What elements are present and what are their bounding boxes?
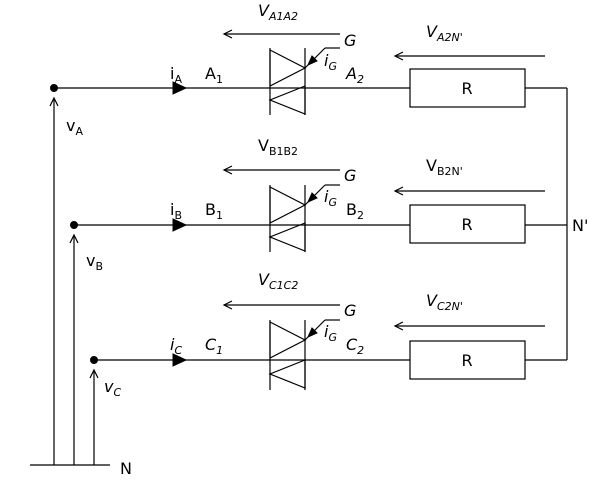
phase-b-resistor <box>409 204 526 244</box>
phase-a-terminal1-label: A1 <box>205 64 223 86</box>
phase-c-gate-current-label: iG <box>324 322 337 344</box>
phase-c: iC C1 G iG C2 VC1C2 VC2N' R vC <box>89 270 567 465</box>
phase-a-switch-voltage-arrowhead <box>222 29 233 39</box>
load-neutral-label: N' <box>572 216 588 235</box>
phase-c-triac <box>268 320 307 390</box>
phase-b-terminal2-label: B2 <box>346 200 364 222</box>
phase-a-load-voltage-arrowhead <box>393 51 404 61</box>
phase-c-current-arrow <box>172 353 188 367</box>
phase-b-current-arrow <box>172 218 188 232</box>
phase-c-source-arrowhead <box>89 368 99 379</box>
phase-b-load-voltage-arrowhead <box>393 186 404 196</box>
phase-c-source-voltage-label: vC <box>104 377 121 399</box>
phase-a-gate-arrow <box>307 55 318 66</box>
phase-c-gate-arrow <box>307 327 318 338</box>
phase-b-source-arrowhead <box>69 233 79 244</box>
phase-c-terminal2-label: C2 <box>346 335 364 357</box>
phase-c-load-voltage-arrowhead <box>393 321 404 331</box>
phase-b-switch-voltage-label: VB1B2 <box>258 136 298 158</box>
phase-b-load-voltage-label: VB2N' <box>426 156 463 178</box>
phase-a-load-voltage-label: VA2N' <box>426 22 463 44</box>
phase-b: iB B1 G iG B2 VB1B2 VB2N' R vB <box>69 136 567 465</box>
phase-b-terminal1-label: B1 <box>205 200 223 222</box>
phase-b-resistor-label: R <box>461 215 472 234</box>
phase-b-switch-voltage-arrowhead <box>222 165 233 175</box>
phase-b-gate-arrow <box>307 192 318 203</box>
phase-a-triac <box>268 48 307 115</box>
phase-a-resistor-label: R <box>461 79 472 98</box>
phase-c-resistor <box>409 340 526 380</box>
phase-a-gate-current-label: iG <box>324 51 337 73</box>
phase-a-resistor <box>409 68 526 108</box>
phase-a-gate-label: G <box>344 31 356 50</box>
phase-c-resistor-label: R <box>461 351 472 370</box>
phase-c-current-label: iC <box>170 335 182 357</box>
phase-c-switch-voltage-label: VC1C2 <box>258 270 298 292</box>
phase-b-gate-current-label: iG <box>324 187 337 209</box>
phase-c-switch-voltage-arrowhead <box>222 300 233 310</box>
phase-a-switch-voltage-label: VA1A2 <box>258 1 298 23</box>
phase-a-source-voltage-label: vA <box>66 116 83 138</box>
phase-b-gate-label: G <box>344 166 356 185</box>
phase-a-current-arrow <box>172 81 188 95</box>
phase-a: iA A1 G iG A2 VA1A2 VA2N' R <box>49 1 567 465</box>
phase-a-terminal2-label: A2 <box>345 64 364 86</box>
phase-b-triac <box>268 185 307 252</box>
phase-c-terminal1-label: C1 <box>205 335 223 357</box>
phase-c-load-voltage-label: VC2N' <box>426 291 463 313</box>
phase-b-current-label: iB <box>170 200 182 222</box>
phase-c-gate-label: G <box>344 301 356 320</box>
source-neutral-label: N <box>120 459 132 478</box>
phase-a-source-arrowhead <box>49 96 59 107</box>
phase-a-current-label: iA <box>170 64 182 86</box>
phase-b-source-voltage-label: vB <box>86 251 103 273</box>
